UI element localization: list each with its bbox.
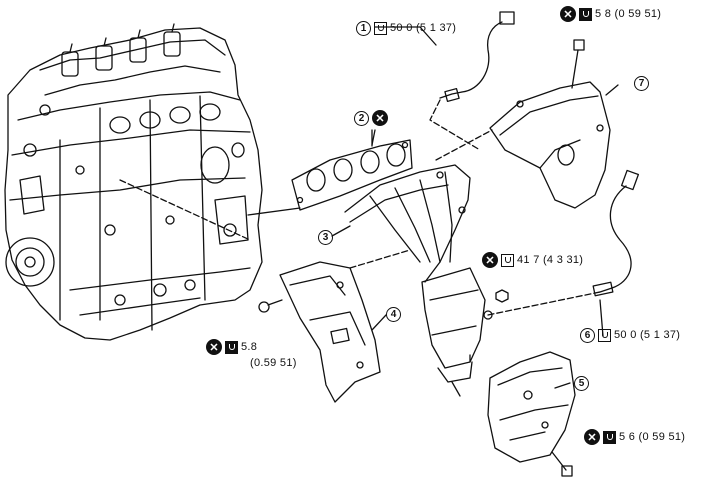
torque-spec-conversion: (0.59 51): [250, 357, 297, 369]
manifold-nut: [495, 289, 509, 303]
callout-number: 7: [634, 76, 649, 91]
bottom-bolt-callout: ✕ 5 6 (0 59 51): [584, 429, 685, 445]
callout-1: 1 50 0 (5 1 37): [356, 21, 456, 36]
callout-5: 5: [574, 376, 589, 391]
torque-spec: 41 7 (4 3 31): [517, 253, 584, 266]
engine-block: [4, 23, 263, 341]
do-not-reuse-icon: ✕: [584, 429, 600, 445]
do-not-reuse-icon: ✕: [482, 252, 498, 268]
top-bolt-callout: ✕ 5 8 (0 59 51): [560, 6, 661, 22]
callout-number: 3: [318, 230, 333, 245]
torque-spec: 5 6 (0 59 51): [619, 430, 686, 443]
torque-spec: 50 0 (5 1 37): [390, 22, 457, 34]
callout-number: 6: [580, 328, 595, 343]
callout-2: 2 ✕: [354, 110, 388, 126]
exhaust-manifold: [344, 164, 601, 397]
do-not-reuse-icon: ✕: [372, 110, 388, 126]
lower-heat-insulator: [258, 249, 411, 403]
callout-number: 1: [356, 21, 371, 36]
upper-heat-insulator: [435, 39, 611, 209]
callout-number: 4: [386, 307, 401, 322]
callout-3: 3: [318, 230, 333, 245]
do-not-reuse-icon: ✕: [560, 6, 576, 22]
callout-number: 5: [574, 376, 589, 391]
mid-nut-callout: ✕ 41 7 (4 3 31): [482, 252, 583, 268]
torque-spec-value: 5.8: [241, 340, 258, 353]
torque-wrench-icon: [374, 22, 387, 35]
callout-number: 2: [354, 110, 369, 126]
torque-spec: 50 0 (5 1 37): [614, 329, 681, 341]
torque-wrench-icon: [598, 329, 611, 342]
torque-wrench-icon: [579, 7, 592, 21]
torque-wrench-icon: [603, 430, 616, 444]
torque-spec: 5 8 (0 59 51): [595, 7, 662, 20]
converter-heat-insulator: [487, 351, 576, 477]
torque-wrench-icon: [225, 340, 238, 354]
torque-wrench-icon: [501, 253, 514, 267]
callout-6: 6 50 0 (5 1 37): [580, 328, 680, 343]
callout-4: 4: [386, 307, 401, 322]
callout-7: 7: [634, 76, 649, 91]
heated-oxygen-sensor: [592, 169, 640, 297]
do-not-reuse-icon: ✕: [206, 339, 222, 355]
left-bolt-callout: ✕ 5.8: [206, 339, 257, 355]
manifold-gasket: [291, 139, 413, 211]
air-fuel-sensor: [429, 11, 515, 151]
